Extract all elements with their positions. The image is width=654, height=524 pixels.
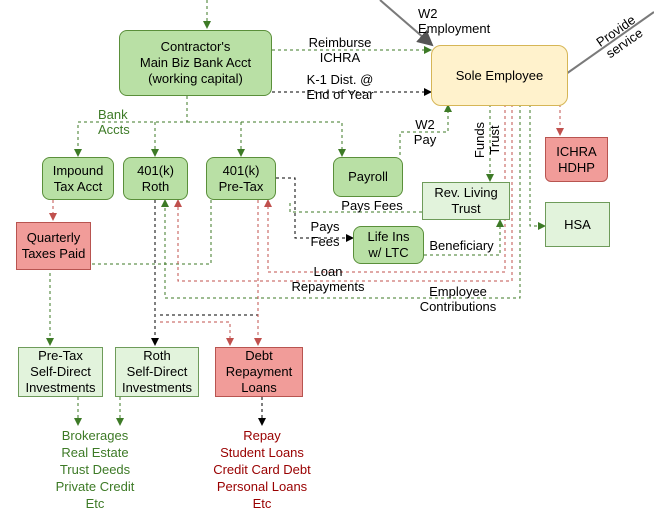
service-lines [379,0,654,75]
repay-item: Student Loans [220,445,304,460]
pretax-investments-node: Pre-Tax Self-Direct Investments [18,347,103,397]
loan-repay-1 [174,98,513,282]
pretax-to-life [276,177,354,242]
roth-401k-node: 401(k) Roth [123,157,188,200]
bank-accts-branch [74,96,188,157]
repay-item: Personal Loans [216,479,308,494]
black-flows [151,88,432,426]
bank-to-pretax [187,121,245,157]
living-trust-node: Rev. Living Trust [422,182,510,220]
investment-item: Etc [85,496,105,511]
roth-investments-node: Roth Self-Direct Investments [115,347,199,397]
sole-employee-node: Sole Employee [431,45,568,106]
beneficiary-label: Beneficiary [429,238,494,253]
pretax-to-inv [46,200,212,346]
loan-repayments-label: Loan Repayments [291,264,365,294]
funds-trust-label: Funds Trust [472,121,502,159]
ichra-hdhp-node: ICHRA HDHP [545,137,608,182]
bank-to-payroll [241,121,346,157]
w2-pay-label: W2 Pay [413,117,437,147]
investment-item: Private Credit [55,479,135,494]
life-insurance-node: Life Ins w/ LTC [353,226,424,264]
repay-item: Credit Card Debt [213,462,311,477]
provide-service-line [565,11,654,75]
w2-employment-label: W2 Employment [418,6,491,36]
contractor-bank-node: Contractor's Main Biz Bank Acct (working… [119,30,272,96]
debt-repayment-node: Debt Repayment Loans [215,347,303,397]
k1-distribution-label: K-1 Dist. @ End of Year [306,72,374,102]
pays-fees-label: Pays Fees [341,198,403,213]
reimburse-ichra-label: Reimburse ICHRA [308,35,372,65]
pays-fees-arrow [289,200,422,213]
w2-pay-arrow [399,104,452,155]
hsa-arrow [529,98,546,230]
repay-item: Etc [252,496,272,511]
employee-contributions-label: Employee Contributions [419,284,497,314]
bank-accts-label: Bank Accts [98,107,130,137]
investment-item: Real Estate [61,445,129,460]
green-flows [46,0,546,426]
impound-tax-node: Impound Tax Acct [42,157,114,200]
w2-employment-line [379,0,434,47]
pretax-401k-node: 401(k) Pre-Tax [206,157,276,200]
investment-item: Brokerages [61,428,129,443]
roth-to-debt-red [160,321,234,346]
repay-item: Repay [243,428,281,443]
payroll-node: Payroll [333,157,403,197]
hsa-node: HSA [545,202,610,247]
quarterly-taxes-node: Quarterly Taxes Paid [16,222,91,270]
investment-item: Trust Deeds [59,462,131,477]
pays-fees-life-label: Pays Fees [310,219,340,249]
beneficiary-arrow [424,219,504,256]
